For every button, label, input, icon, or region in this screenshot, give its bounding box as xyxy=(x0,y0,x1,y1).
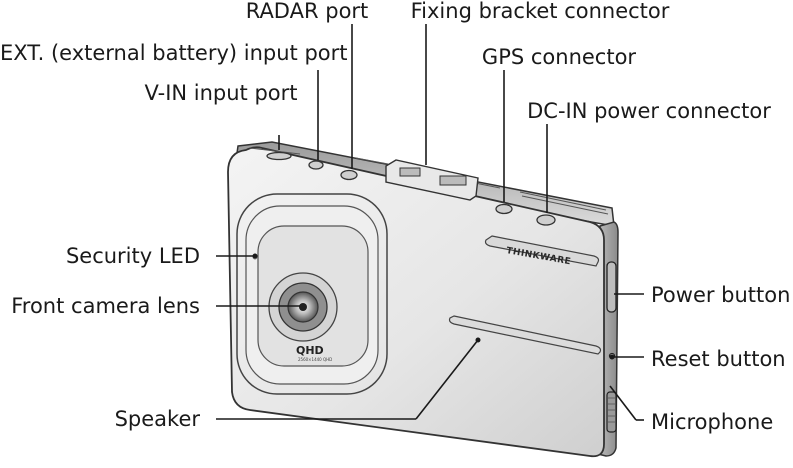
label-microphone: Microphone xyxy=(651,410,773,434)
label-power-button: Power button xyxy=(651,283,790,307)
camera-module: QHD 2560×1440 QHD xyxy=(236,193,388,395)
label-reset-button: Reset button xyxy=(651,347,786,371)
qhd-subtext: 2560×1440 QHD xyxy=(298,357,332,362)
vin-port xyxy=(308,160,324,170)
side-controls xyxy=(606,261,617,433)
label-front-camera-lens: Front camera lens xyxy=(11,294,200,318)
label-ext-input-port: EXT. (external battery) input port xyxy=(0,41,348,65)
leader-lines xyxy=(216,24,644,421)
dcin-port xyxy=(536,214,556,226)
ext-port xyxy=(266,151,292,161)
label-fixing-bracket-connector: Fixing bracket connector xyxy=(411,0,670,23)
callout-labels: RADAR port Fixing bracket connector EXT.… xyxy=(0,0,790,434)
bracket-connector xyxy=(385,159,479,201)
gps-port xyxy=(495,203,513,215)
label-radar-port: RADAR port xyxy=(246,0,369,23)
label-speaker: Speaker xyxy=(115,407,201,431)
label-vin-input-port: V-IN input port xyxy=(144,81,297,105)
label-dcin-power-connector: DC-IN power connector xyxy=(527,99,771,123)
speaker-slot xyxy=(448,315,602,355)
power-button[interactable] xyxy=(606,261,617,313)
ports xyxy=(266,151,556,226)
radar-port xyxy=(340,169,358,181)
label-security-led: Security LED xyxy=(66,244,200,268)
label-gps-connector: GPS connector xyxy=(482,45,637,69)
qhd-badge: QHD xyxy=(296,344,324,357)
